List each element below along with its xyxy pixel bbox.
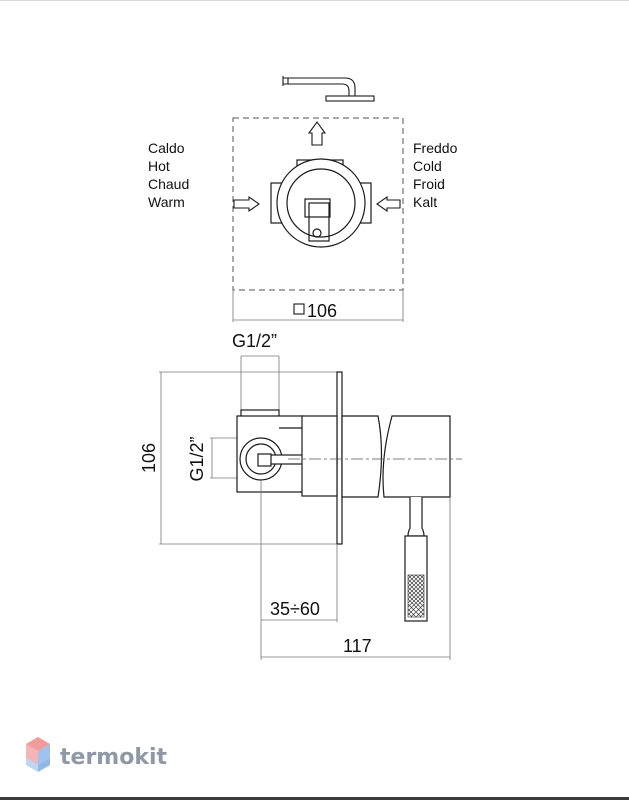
cold-label-en: Cold bbox=[413, 158, 442, 174]
top-divider bbox=[0, 0, 629, 1]
wall-plate-profile bbox=[336, 371, 343, 545]
hot-label-de: Warm bbox=[148, 194, 185, 210]
thread-width-dimension bbox=[240, 355, 280, 410]
total-length-label: 117 bbox=[343, 636, 372, 656]
cold-inlet-arrow-icon bbox=[376, 195, 401, 213]
cold-label-fr: Froid bbox=[413, 176, 445, 192]
hexagon-logo-icon bbox=[26, 737, 50, 772]
square-symbol-icon bbox=[293, 303, 305, 315]
depth-dimension bbox=[260, 480, 338, 660]
wall-plate-outline bbox=[232, 117, 404, 291]
height-extension-lines bbox=[159, 371, 337, 545]
cold-label-it: Freddo bbox=[413, 140, 458, 156]
hot-label-fr: Chaud bbox=[148, 176, 189, 192]
total-length-dimension bbox=[261, 497, 451, 660]
hot-label-en: Hot bbox=[148, 158, 170, 174]
cartridge-sleeve bbox=[341, 415, 383, 498]
shower-arm-icon bbox=[282, 76, 375, 102]
height-label: 106 bbox=[139, 443, 159, 473]
knurled-grip bbox=[407, 574, 425, 618]
square-size-label: 106 bbox=[307, 301, 337, 321]
valve-body-top-view bbox=[270, 158, 372, 248]
hot-label-it: Caldo bbox=[148, 140, 185, 156]
outlet-up-arrow-icon bbox=[307, 121, 327, 146]
thread-side-label: G1/2” bbox=[187, 436, 207, 481]
hot-label-group: Caldo Hot Chaud Warm bbox=[148, 140, 189, 210]
hot-inlet-arrow-icon bbox=[233, 195, 260, 213]
valve-body-side-view bbox=[236, 409, 338, 497]
thread-top-label: G1/2” bbox=[232, 331, 277, 351]
bottom-border bbox=[0, 797, 629, 800]
watermark-text: termokit bbox=[60, 745, 167, 770]
handle-body bbox=[382, 415, 451, 498]
cold-label-de: Kalt bbox=[413, 194, 437, 210]
cold-label-group: Freddo Cold Froid Kalt bbox=[413, 140, 458, 210]
lever-handle-icon bbox=[404, 497, 428, 622]
square-width-dimension bbox=[232, 290, 404, 322]
depth-range-label: 35÷60 bbox=[270, 599, 320, 619]
